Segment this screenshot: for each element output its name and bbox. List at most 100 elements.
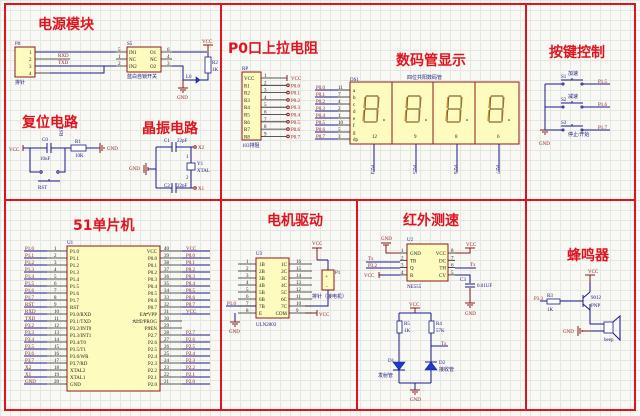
mcu-left-pin: 7 — [54, 289, 57, 294]
c3-ref: C3 — [460, 278, 466, 283]
mcu-left-pin: 20 — [54, 380, 60, 385]
mcu-right-net: VCC — [186, 310, 197, 315]
u3-left-label: 1B — [259, 263, 266, 268]
rst-button-label: RST — [38, 186, 47, 191]
u3-right-label: 5C — [281, 291, 288, 296]
y1-value: XTAL — [197, 169, 210, 174]
mcu-right-pin: 35 — [164, 282, 170, 287]
ds1-seg-label: f — [353, 124, 355, 129]
ds1-pin-number: 5 — [338, 128, 341, 133]
u2-left-label: TR — [410, 259, 417, 264]
mcu-left-net: P1.0 — [25, 247, 35, 252]
u2-chip — [406, 243, 449, 282]
mcu-right-pin: 33 — [164, 296, 170, 301]
ds1-pin-number: 1 — [338, 114, 341, 119]
mcu-left-label: RST — [70, 306, 79, 311]
motor-vcc-top: VCC — [312, 242, 323, 247]
mcu-right-pin: 21 — [164, 380, 170, 385]
motor-vcc-com: VCC — [319, 313, 330, 318]
mcu-right-label: PSEN — [145, 327, 158, 332]
ds1-pin-number: 4 — [338, 100, 341, 105]
s5-pin: 3 — [167, 62, 170, 67]
key-label: 加速 — [568, 70, 578, 77]
u3-name: ULN2003 — [256, 323, 277, 328]
r4-ref: R4 — [436, 322, 442, 327]
digit-net-label: P2.4 — [369, 165, 374, 175]
mcu-left-label: P3.7/RD — [70, 362, 88, 367]
u3-right-label: 3C — [281, 277, 288, 282]
r1-resistor — [70, 144, 87, 152]
l0-led-icon — [195, 76, 201, 84]
net-port-icon — [286, 127, 290, 131]
u2-right-pin: 6 — [451, 264, 454, 269]
ds1-name: 四位共阳数码管 — [407, 74, 442, 81]
mcu-right-pin: 29 — [164, 324, 170, 329]
transistor-ref: 9012 — [591, 296, 602, 301]
ds1-net-label: P0.5 — [316, 121, 326, 126]
u3-right-label: COM — [276, 312, 288, 317]
u3-right-pin: 16 — [296, 260, 302, 265]
c1-value: 22pF — [177, 139, 188, 144]
motor-in-net: P1.0 — [227, 302, 237, 307]
p1-connector — [321, 269, 335, 291]
mcu-left-label: P3.3/INT1 — [70, 334, 92, 339]
d2-name: 接收管 — [439, 366, 454, 373]
p0-connector — [14, 46, 36, 78]
ds1-seg-label: g — [353, 131, 356, 136]
key-button-icon — [561, 124, 583, 127]
mcu-right-pin: 38 — [164, 261, 170, 266]
r3-resistor — [546, 298, 561, 305]
ir-th-net: Tx — [470, 263, 476, 268]
rp-pin-number: 9 — [264, 132, 267, 137]
mcu-right-net: P2.0 — [186, 380, 196, 385]
rp-pin-label: R3 — [244, 99, 250, 104]
s5-label: O1 — [150, 51, 157, 56]
rp-pin-label: R7 — [244, 128, 250, 133]
mcu-left-label: XTAL2 — [70, 369, 86, 374]
net-port-icon — [286, 120, 290, 124]
rp-pin-number: 8 — [264, 125, 267, 130]
mcu-left-net: P3.4 — [25, 338, 35, 343]
mcu-left-label: P1.0 — [70, 250, 80, 255]
mcu-right-net: P2.4 — [186, 352, 196, 357]
y1-pin: 2 — [186, 176, 189, 181]
keys-gnd: GND — [539, 142, 550, 147]
rp-net-label: P0.2 — [291, 99, 301, 104]
mcu-right-label: P2.4 — [148, 355, 158, 360]
ds1-net-label: P0.4 — [316, 114, 326, 119]
ds1-seg-label: dp — [353, 138, 359, 143]
net-rxd: RXD — [58, 54, 69, 59]
u2-right-label: DC — [439, 259, 447, 264]
frame-keys — [525, 3, 636, 201]
speaker-icon — [603, 321, 614, 334]
mcu-right-net: P0.0 — [186, 254, 196, 259]
u3-right-pin: 14 — [296, 274, 302, 279]
c1-ref: C1 — [164, 139, 170, 144]
title-mcu: 51单片机 — [73, 217, 134, 234]
p1-ref: P1 — [335, 271, 341, 276]
mcu-right-pin: 23 — [164, 366, 170, 371]
s5-pin: 4 — [167, 55, 170, 60]
crystal-circuit: GND C1 22pF C2 22pF Y1 XTAL 1 2 X2 X1 — [129, 139, 210, 193]
mcu-left-label: P1.6 — [70, 292, 80, 297]
p0-pin-4: 4 — [29, 72, 32, 77]
net-port-icon — [286, 112, 290, 117]
p1-name: 排针（接电机） — [312, 293, 347, 300]
u3-left-label: 5B — [259, 291, 266, 296]
mcu-left-pin: 9 — [54, 303, 57, 308]
mcu-left-pin: 12 — [54, 324, 60, 329]
u2-right-label: VCC — [436, 252, 447, 257]
mcu-left-net: P1.3 — [25, 268, 35, 273]
mcu-right-label: ALE/PROG — [133, 320, 158, 325]
u2-right-pin: 5 — [451, 271, 454, 276]
ir-gnd-top: GND — [381, 237, 392, 242]
mcu-right-label: P0.1 — [148, 264, 158, 269]
r5-ref: R5 — [404, 322, 410, 327]
buzzer-gnd: GND — [563, 330, 574, 335]
title-crystal: 晶振电路 — [142, 120, 199, 137]
s5-label: O2 — [150, 65, 157, 70]
d1-emitter-icon — [392, 361, 406, 371]
ir-r-net: VCC — [364, 274, 375, 279]
ds1-pin-number: 7 — [338, 93, 341, 98]
